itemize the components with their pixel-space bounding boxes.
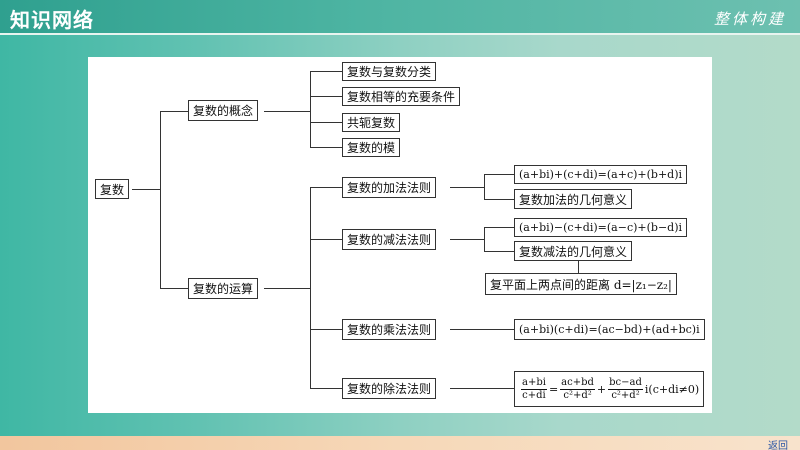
connector (160, 111, 161, 289)
addition-rule-node: 复数的加法法则 (342, 177, 437, 198)
concept-item: 复数的模 (342, 138, 401, 157)
division-fraction: a+bi c+di (521, 377, 547, 401)
subtraction-rule-label: 复数的减法法则 (347, 233, 432, 247)
operations-node: 复数的运算 (188, 278, 259, 299)
division-fraction: bc−ad c²+d² (608, 377, 643, 401)
connector (450, 329, 514, 330)
addition-meaning-label: 复数加法的几何意义 (519, 192, 628, 207)
connector (484, 174, 514, 175)
connector (264, 288, 310, 289)
fraction-denominator: c²+d² (563, 389, 592, 401)
connector (310, 329, 342, 330)
connector (484, 227, 485, 252)
connector (310, 187, 311, 389)
concept-label: 复数的概念 (193, 104, 254, 118)
fraction-numerator: ac+bd (560, 377, 595, 390)
concept-map-panel: 复数 复数的概念 复数与复数分类 复数相等的充要条件 共轭复数 复数的模 复数的… (88, 57, 712, 413)
connector (310, 187, 342, 188)
root-node: 复数 (95, 179, 130, 199)
connector (310, 388, 342, 389)
connector (310, 96, 342, 97)
connector (160, 288, 188, 289)
connector (310, 147, 342, 148)
root-label: 复数 (100, 182, 125, 197)
division-formula: a+bi c+di = ac+bd c²+d² + bc−ad c²+d² i(… (514, 371, 705, 407)
connector (132, 189, 160, 190)
subtraction-meaning: 复数减法的几何意义 (514, 241, 633, 261)
subtraction-formula: (a+bi)−(c+di)=(a−c)+(b−d)i (514, 218, 688, 237)
addition-rule-label: 复数的加法法则 (347, 181, 432, 195)
header-bar: 知识网络 整体构建 (0, 0, 800, 33)
concept-item: 共轭复数 (342, 113, 401, 132)
connector (450, 187, 484, 188)
concept-node: 复数的概念 (188, 100, 259, 121)
header-divider (0, 33, 800, 35)
concept-item-label: 复数的模 (347, 141, 396, 155)
connector (264, 111, 310, 112)
addition-meaning: 复数加法的几何意义 (514, 189, 633, 209)
distance-node: 复平面上两点间的距离 d=|z₁−z₂| (485, 273, 677, 295)
division-rule-label: 复数的除法法则 (347, 382, 432, 396)
fraction-denominator: c²+d² (611, 389, 640, 401)
multiplication-formula-text: (a+bi)(c+di)=(ac−bd)+(ad+bc)i (519, 323, 700, 336)
equals-sign: = (548, 382, 559, 396)
concept-item-label: 复数相等的充要条件 (347, 90, 456, 104)
connector (450, 388, 514, 389)
fraction-denominator: c+di (522, 389, 546, 401)
subtraction-meaning-label: 复数减法的几何意义 (519, 244, 628, 259)
connector (484, 251, 514, 252)
concept-item: 复数与复数分类 (342, 62, 437, 81)
concept-item-label: 共轭复数 (347, 116, 396, 130)
connector (484, 174, 485, 200)
division-tail: i(c+di≠0) (644, 382, 700, 396)
concept-item: 复数相等的充要条件 (342, 87, 461, 106)
addition-formula-text: (a+bi)+(c+di)=(a+c)+(b+d)i (519, 168, 683, 181)
connector (310, 122, 342, 123)
connector (160, 111, 188, 112)
section-subtitle: 整体构建 (713, 10, 786, 28)
concept-item-label: 复数与复数分类 (347, 65, 432, 79)
connector (450, 239, 484, 240)
footer-bar: 返回 (0, 436, 800, 450)
subtraction-rule-node: 复数的减法法则 (342, 229, 437, 250)
back-link[interactable]: 返回 (768, 441, 788, 450)
subtraction-formula-text: (a+bi)−(c+di)=(a−c)+(b−d)i (519, 221, 683, 234)
connector (310, 71, 342, 72)
connector (310, 71, 311, 147)
plus-sign: + (596, 382, 607, 396)
connector (310, 239, 342, 240)
connector (578, 261, 579, 273)
distance-label: 复平面上两点间的距离 d=|z₁−z₂| (490, 277, 672, 292)
multiplication-rule-node: 复数的乘法法则 (342, 319, 437, 340)
division-fraction: ac+bd c²+d² (560, 377, 595, 401)
fraction-numerator: bc−ad (608, 377, 643, 390)
fraction-numerator: a+bi (521, 377, 547, 390)
section-title: 知识网络 (10, 8, 94, 32)
multiplication-rule-label: 复数的乘法法则 (347, 323, 432, 337)
multiplication-formula: (a+bi)(c+di)=(ac−bd)+(ad+bc)i (514, 319, 705, 340)
connector (484, 227, 514, 228)
addition-formula: (a+bi)+(c+di)=(a+c)+(b+d)i (514, 165, 688, 184)
division-rule-node: 复数的除法法则 (342, 378, 437, 399)
connector (484, 199, 514, 200)
operations-label: 复数的运算 (193, 282, 254, 296)
